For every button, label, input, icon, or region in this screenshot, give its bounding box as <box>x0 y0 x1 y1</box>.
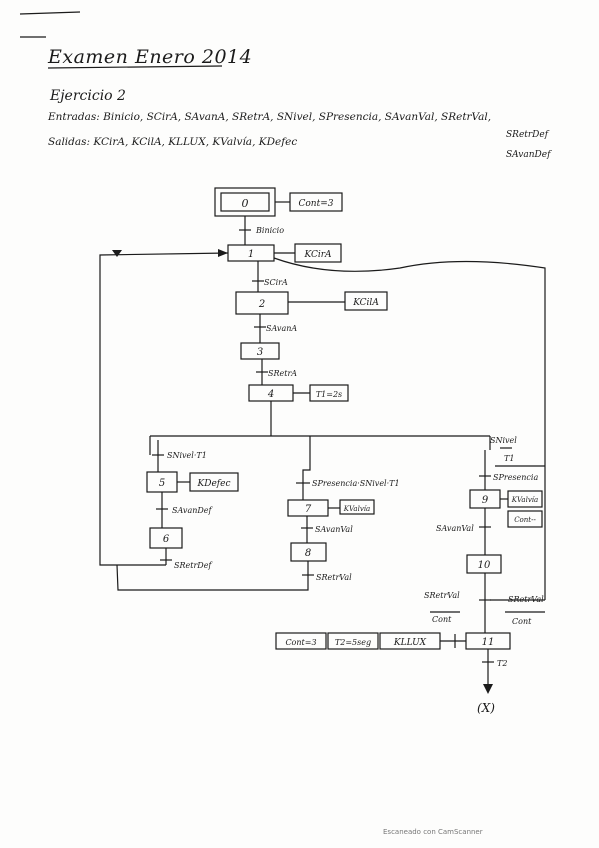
step-4-label: 4 <box>267 389 274 400</box>
action-kdefec: KDefec <box>197 479 231 489</box>
action-kvalvia-9: KValvía <box>511 496 538 504</box>
step-9-label: 9 <box>482 495 489 506</box>
inputs-extra-2: SAvanDef <box>506 150 551 160</box>
step-10-label: 10 <box>478 560 491 571</box>
action-kvalvia-9-box <box>507 490 543 508</box>
transition-binicio: Binicio <box>255 226 284 235</box>
action-t1-box <box>309 384 349 402</box>
transition-spresencia-snivel-t1: SPresencia·SNivel·T1 <box>312 479 400 488</box>
action-kdefec-box <box>189 472 239 492</box>
step-6-label: 6 <box>163 534 170 545</box>
loop-back-right <box>273 257 546 600</box>
action-kcira: KCirA <box>303 250 332 260</box>
step-0-label: 0 <box>242 197 249 210</box>
action-t1: T1=2s <box>316 390 342 399</box>
step-10-box <box>466 554 502 574</box>
transition-spresencia: SPresencia <box>493 473 538 482</box>
arrow-head <box>112 250 122 257</box>
exercise-heading: Ejercicio 2 <box>50 88 126 104</box>
action-kvalvia-box <box>339 499 375 515</box>
step-2-label: 2 <box>258 299 265 310</box>
action-kcila: KCilA <box>352 298 379 308</box>
transition-scira: SCirA <box>264 278 288 287</box>
action-cont3: Cont=3 <box>299 199 334 209</box>
inputs-list: Entradas: Binicio, SCirA, SAvanA, SRetrA… <box>48 111 492 123</box>
step-1-label: 1 <box>248 249 254 260</box>
action-kllux: KLLUX <box>393 638 427 648</box>
exam-title: Examen Enero 2014 <box>48 46 253 68</box>
loop-back-left <box>99 252 229 566</box>
step-3-label: 3 <box>257 347 263 358</box>
title-underline <box>47 65 223 69</box>
transition-savanval: SAvanVal <box>315 525 353 534</box>
transition-sretra: SRetrA <box>268 369 297 378</box>
transition-sretrval-left: SRetrVal <box>424 591 460 600</box>
transition-snivel-t1: SNivel·T1 <box>167 451 207 460</box>
step-5-label: 5 <box>159 478 165 489</box>
transition-sretrdef: SRetrDef <box>174 561 213 570</box>
transition-sretrval: SRetrVal <box>316 573 352 582</box>
arrow-head <box>483 684 493 694</box>
scanner-footer: Escaneado con CamScanner <box>383 828 483 836</box>
transition-savana: SAvanA <box>266 324 297 333</box>
outputs-list: Salidas: KCirA, KCilA, KLLUX, KValvía, K… <box>48 136 298 148</box>
action-contdec-box <box>507 510 543 528</box>
step-8-label: 8 <box>305 548 311 559</box>
step-7-label: 7 <box>305 504 312 515</box>
step-3-box <box>240 342 280 360</box>
transition-savandef: SAvanDef <box>172 506 214 515</box>
arrow-head <box>218 249 228 257</box>
transition-t1: T1 <box>504 454 514 463</box>
action-cont3-11: Cont=3 <box>285 638 316 647</box>
action-t2-box <box>327 632 379 650</box>
action-cont3-box <box>289 192 343 212</box>
transition-cont-left: Cont <box>432 615 452 624</box>
step-2-box <box>235 291 289 315</box>
action-kcila-box <box>344 291 388 311</box>
action-kcira-box <box>294 243 342 263</box>
inputs-extra-1: SRetrDef <box>506 130 549 140</box>
action-contdec: Cont-- <box>514 516 536 524</box>
action-t2: T2=5seg <box>335 638 371 647</box>
scan-mark <box>19 11 81 15</box>
action-kllux-box <box>379 632 441 650</box>
action-kvalvia: KValvía <box>343 505 370 513</box>
transition-snivel: SNivel <box>490 436 517 445</box>
transition-cont-right: Cont <box>512 617 532 626</box>
step-11-label: 11 <box>482 637 495 648</box>
action-cont3-11-box <box>275 632 327 650</box>
transition-savanval-9: SAvanVal <box>436 524 474 533</box>
transition-t2: T2 <box>497 659 507 668</box>
end-label: (X) <box>477 701 495 715</box>
step-0-inner-box <box>220 192 270 212</box>
